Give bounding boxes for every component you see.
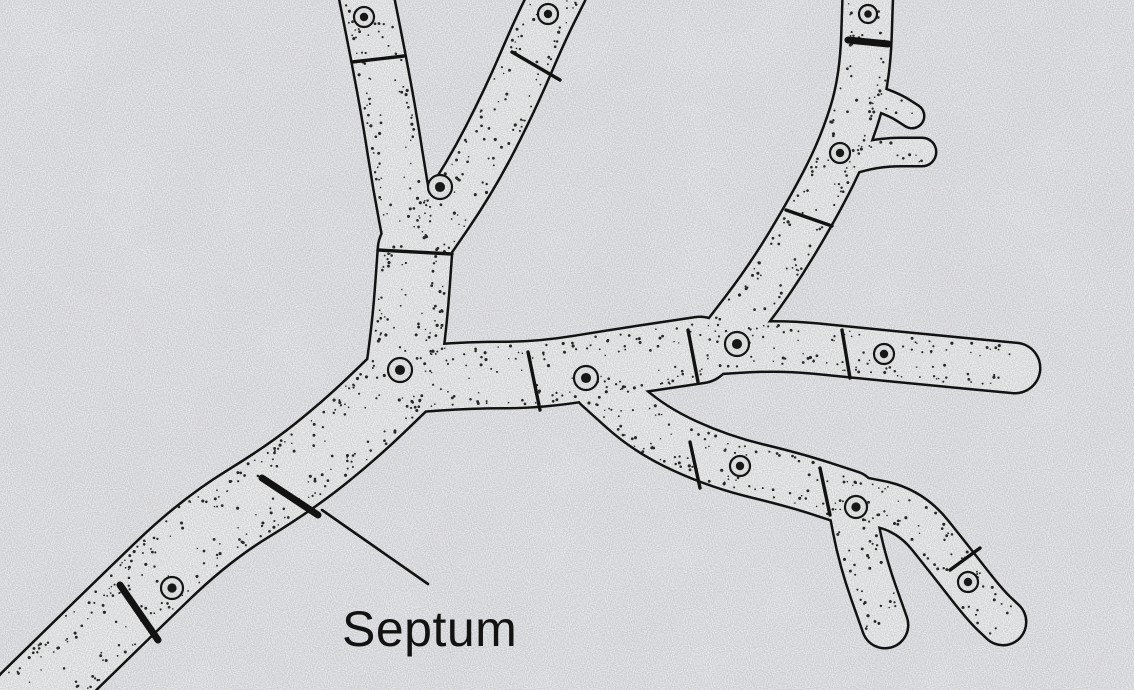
- hyphae-diagram: Septum: [0, 0, 1134, 690]
- hyphae-drawing: Septum: [0, 0, 1134, 690]
- print-grain: [0, 0, 1134, 690]
